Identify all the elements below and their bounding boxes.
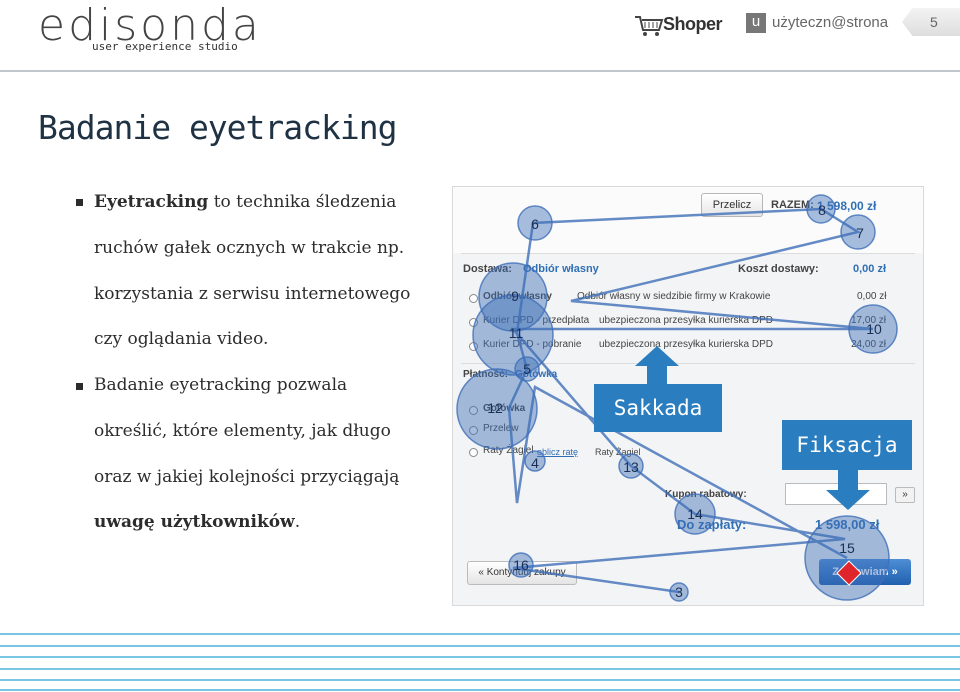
recalculate-button[interactable]: Przelicz [701, 193, 763, 217]
uzyteczna-strona-icon: u [746, 13, 766, 33]
fixation-number: 4 [531, 455, 539, 471]
gaze-plot: 15 1 3 4 5 6 7 8 9 10 11 12 13 14 16 [456, 194, 898, 602]
bullet-bold-text: Eyetracking [94, 192, 209, 212]
coupon-label: Kupon rabatowy: [665, 489, 747, 500]
slide-title: Badanie eyetracking [38, 108, 397, 147]
divider [461, 253, 915, 254]
to-pay-value: 1 598,00 zł [815, 517, 880, 532]
installment-link[interactable]: oblicz ratę [537, 447, 579, 457]
fixation-circle [804, 515, 890, 601]
delivery-value: Odbiór własny [523, 263, 599, 275]
bullet-bold-text: uwagę użytkowników [94, 512, 295, 532]
fixation-circle [848, 304, 898, 354]
fixation-circle [806, 194, 836, 224]
bullet-line: Badanie eyetracking pozwala [94, 375, 348, 395]
delivery-option-price: 24,00 zł [851, 339, 887, 350]
bullet-line: Eyetracking to technika śledzenia [94, 192, 396, 212]
delivery-cost-label: Koszt dostawy: [738, 263, 819, 275]
fixation-circle [674, 493, 716, 535]
fixation-circle [472, 294, 554, 376]
divider [461, 363, 915, 364]
payment-option-name[interactable]: Przelew [483, 423, 519, 434]
bullet-line: korzystania z serwisu internetowego [94, 284, 411, 304]
fixation-number: 3 [675, 584, 683, 600]
bullet-line: uwagę użytkowników. [94, 512, 300, 532]
fixation-circle [524, 450, 546, 472]
bullet-line: określić, które elementy, jak długo [94, 421, 391, 441]
delivery-option-price: 17,00 zł [851, 315, 887, 326]
saccade-arrow-icon [635, 346, 679, 386]
fixation-circle [508, 552, 534, 578]
fixation-number: 13 [623, 459, 639, 475]
bullet-line: czy oglądania video. [94, 329, 269, 349]
saccade-callout: Sakkada [594, 384, 722, 432]
fixation-number: 9 [511, 288, 519, 304]
page-number-tab [902, 8, 960, 36]
fixation-number: 6 [531, 216, 539, 232]
fixation-number: 10 [866, 321, 882, 337]
delivery-cost-value: 0,00 zł [853, 263, 887, 275]
payment-option-name[interactable]: Gotówka [483, 403, 526, 414]
payment-option-name[interactable]: Raty Żagiel [483, 445, 534, 456]
delivery-option-desc: ubezpieczona przesyłka kurierska DPD [599, 339, 773, 350]
edisonda-logo: edisonda [38, 0, 262, 51]
total-label: RAZEM: [771, 199, 814, 211]
fixation-number: 14 [687, 506, 703, 522]
cart-icon [635, 16, 664, 36]
payment-radio[interactable] [469, 448, 478, 457]
fixation-number: 15 [839, 540, 855, 556]
fixation-circle [456, 368, 538, 450]
fixation-number: 7 [856, 225, 864, 241]
logo-subtitle: user experience studio [92, 40, 238, 53]
fixation-number: 8 [818, 202, 826, 218]
fixation-circle [514, 356, 540, 382]
continue-shopping-button[interactable]: « Kontynuuj zakupy [467, 561, 577, 585]
bullet-text: . [294, 512, 301, 532]
fixation-circle [669, 582, 689, 602]
payment-radio[interactable] [469, 406, 478, 415]
click-marker-icon [836, 560, 862, 586]
fixation-circle [618, 453, 644, 479]
bullet-marker [76, 383, 83, 390]
payment-label: Płatność: [463, 369, 509, 380]
payment-radio[interactable] [469, 426, 478, 435]
delivery-radio[interactable] [469, 294, 478, 303]
delivery-option-price: 0,00 zł [857, 291, 887, 302]
total-value: 1 598,00 zł [817, 199, 877, 213]
fixation-arrow-icon [826, 470, 870, 510]
delivery-option-name[interactable]: Kurier DPD - przedpłata [483, 315, 590, 326]
delivery-option-name[interactable]: Kurier DPD - pobranie [483, 339, 582, 350]
delivery-option-name[interactable]: Odbiór własny [483, 291, 552, 302]
shoper-logo: Shoper [663, 14, 723, 34]
bullet-marker [76, 199, 83, 206]
fixation-number: 11 [509, 325, 524, 341]
header-divider [0, 70, 960, 72]
delivery-option-desc: Odbiór własny w siedzibie firmy w Krakow… [577, 291, 771, 302]
bullet-line: ruchów gałek ocznych w trakcie np. [94, 238, 405, 258]
page-number: 5 [930, 14, 938, 30]
fixation-number: 12 [487, 400, 503, 416]
payment-value: Gotówka [515, 369, 558, 380]
uzyteczna-strona-logo: użyteczn@strona [772, 14, 889, 31]
fixation-number: 16 [513, 557, 529, 573]
delivery-option-desc: ubezpieczona przesyłka kurierska DPD [599, 315, 773, 326]
fixation-circle [840, 214, 876, 250]
fixation-circle [478, 262, 548, 332]
slide-header: edisonda user experience studio Shoper u… [0, 0, 960, 74]
eyetracking-screenshot: Przelicz RAZEM: 1 598,00 zł Dostawa: Odb… [452, 186, 924, 606]
coupon-apply-button[interactable]: » [895, 487, 915, 503]
bullet-line: oraz w jakiej kolejności przyciągają [94, 467, 400, 487]
bullet-text: to technika śledzenia [208, 192, 397, 212]
fixation-number: 5 [523, 361, 531, 377]
footer-decoration [0, 633, 960, 691]
fixation-callout: Fiksacja [782, 420, 912, 470]
fixation-circle [517, 205, 553, 241]
